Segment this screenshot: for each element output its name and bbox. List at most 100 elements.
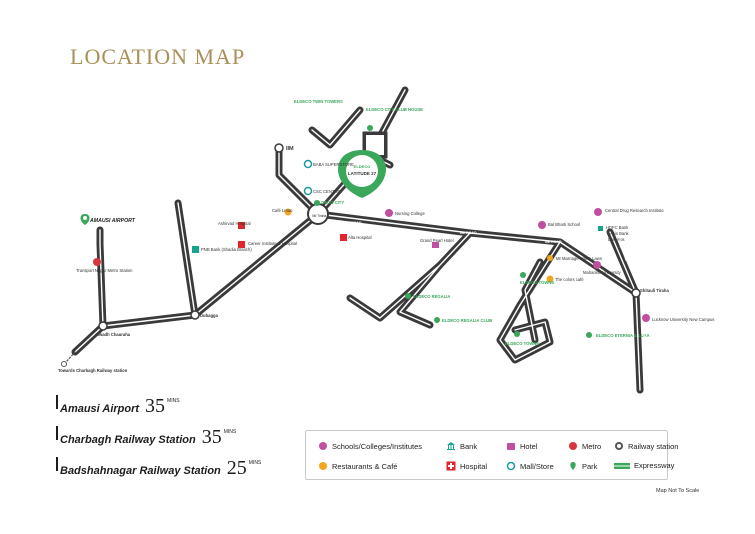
hospital-icon [340, 234, 347, 241]
map-legend: Schools/Colleges/Institutes Bank Hotel M… [305, 430, 678, 480]
label-career: Career Institute & Hospital [248, 241, 297, 246]
expressway-icon [614, 462, 630, 469]
legend-expressway: Expressway [614, 461, 674, 470]
legend-schools: Schools/Colleges/Institutes [318, 441, 422, 451]
distance-value: 35 [201, 426, 222, 448]
label-grand-pearl: Grand Pearl Hotel [420, 238, 454, 243]
label-sitapur-road: Sitapur Road [617, 239, 628, 261]
label-city-club: ELDECO CITY CLUB HOUSE [366, 107, 423, 112]
park-icon [547, 255, 553, 261]
restaurant-icon [546, 275, 554, 283]
label-pnb: PNB Bank (Shadia Branch) [201, 247, 252, 252]
school-icon [538, 221, 546, 229]
distance-unit: MINS [223, 429, 237, 435]
label-iim-tiraha: IIM Tiraha [312, 214, 326, 218]
bank-icon [447, 442, 455, 450]
distance-unit: MINS [248, 460, 262, 466]
legend-bank: Bank [446, 441, 477, 451]
legend-park: Park [568, 461, 597, 471]
distance-value: 25 [226, 457, 247, 479]
label-lucknow-bypass: Lucknow Sitapur Road [642, 330, 647, 367]
legend-mall: Mall/Store [506, 461, 554, 471]
label-axis: Axis Bank [610, 231, 630, 236]
label-baba: BABA SUPERSTORE [313, 162, 354, 167]
label-iim-road-1: IIM ROAD [345, 221, 362, 225]
metro-icon [569, 442, 577, 450]
railway-icon [615, 442, 623, 450]
label-shitauli: Shitauli Tiraha [640, 288, 669, 293]
awadh-marker [98, 321, 108, 331]
legend-restaurants: Restaurants & Café [318, 461, 397, 471]
label-bal-bharti: Bal Bharti School [548, 222, 580, 227]
label-csc: CSC CENTRE [313, 189, 340, 194]
iim-marker [274, 143, 284, 153]
label-maharishi: Maharishi University [583, 270, 622, 275]
park-icon [520, 272, 526, 278]
restaurant-icon [284, 208, 292, 216]
label-mr-marriage: Mr Marriage Hall & Lawn [556, 256, 603, 261]
park-icon [405, 293, 411, 299]
project-brand: ELDECO [354, 164, 371, 169]
hospital-icon [238, 241, 245, 248]
distance-item: Amausi Airport 35 MINS [56, 395, 180, 418]
shitauli-marker [631, 288, 641, 298]
label-charbagh: Towards Charbagh Railway station [58, 368, 128, 373]
label-awadh: Awadh Chauraha [96, 332, 131, 337]
school-icon [594, 208, 602, 216]
dubagga-marker [190, 310, 200, 320]
mall-icon [506, 461, 516, 471]
label-twin-towers: ELDECO TWIN TOWERS [294, 99, 343, 104]
project-pin: ELDECO LATITUDE 27 [338, 150, 386, 198]
school-icon [593, 261, 601, 269]
park-icon [586, 332, 592, 338]
label-dominos: Dominos [608, 237, 625, 242]
hotel-icon [432, 242, 439, 248]
distance-item: Badshahnagar Railway Station 25 MINS [56, 457, 262, 480]
label-alta: Alta Hospital [348, 235, 372, 240]
scale-note: Map Not To Scale [656, 488, 700, 494]
label-iim: IIM [286, 146, 294, 152]
label-cafe: Café Lmao [272, 208, 293, 213]
label-regalia-club: ELDECO REGALIA CLUB [442, 318, 492, 323]
hospital-icon [238, 222, 245, 229]
park-icon [514, 331, 520, 337]
bank-icon [598, 226, 603, 231]
label-eldeco-city: ELDECO CITY [316, 200, 344, 205]
school-icon [642, 314, 650, 322]
label-colors-cafe: The colors café [555, 277, 584, 282]
mall-icon [303, 186, 313, 196]
legend-hotel: Hotel [506, 441, 538, 451]
poi-icons [80, 125, 650, 338]
label-towne-1: ELDECO TOWNE [520, 280, 554, 285]
label-nursing: Nursing College [395, 211, 425, 216]
label-regalia: ELDECO REGALIA [413, 294, 450, 299]
label-ashirvad: Ashirvad Hospital [218, 221, 251, 226]
label-towne-2: ELDECO TOWNE [505, 341, 539, 346]
label-dubagga: Dubagga [200, 313, 219, 318]
park-icon [570, 462, 576, 470]
distance-item: Charbagh Railway Station 35 MINS [56, 426, 237, 449]
charbagh-marker [61, 361, 67, 367]
legend-hospital: Hospital [446, 461, 487, 471]
mall-icon [303, 159, 313, 169]
project-name: LATITUDE 27 [348, 171, 377, 176]
distance-place: Charbagh Railway Station [60, 434, 196, 446]
restaurant-icon [319, 462, 327, 470]
junction-markers [61, 143, 641, 367]
distance-unit: MINS [167, 398, 180, 404]
bank-icon [192, 246, 199, 253]
legend-metro: Metro [568, 441, 601, 451]
label-hdfc: HDFC Bank [606, 225, 629, 230]
label-eterna: ELDECO ETERNIA & LUXA [596, 333, 650, 338]
label-iim-road-2: IIM ROAD [460, 231, 477, 235]
hospital-icon [446, 461, 456, 471]
distance-value: 35 [145, 395, 166, 417]
label-hardoi-road: Hardoi Road [184, 205, 191, 225]
metro-icon [93, 258, 101, 266]
distance-place: Badshahnagar Railway Station [60, 465, 221, 477]
park-icon [367, 125, 373, 131]
school-icon [319, 442, 327, 450]
distance-place: Amausi Airport [60, 403, 140, 415]
park-icon [434, 317, 440, 323]
